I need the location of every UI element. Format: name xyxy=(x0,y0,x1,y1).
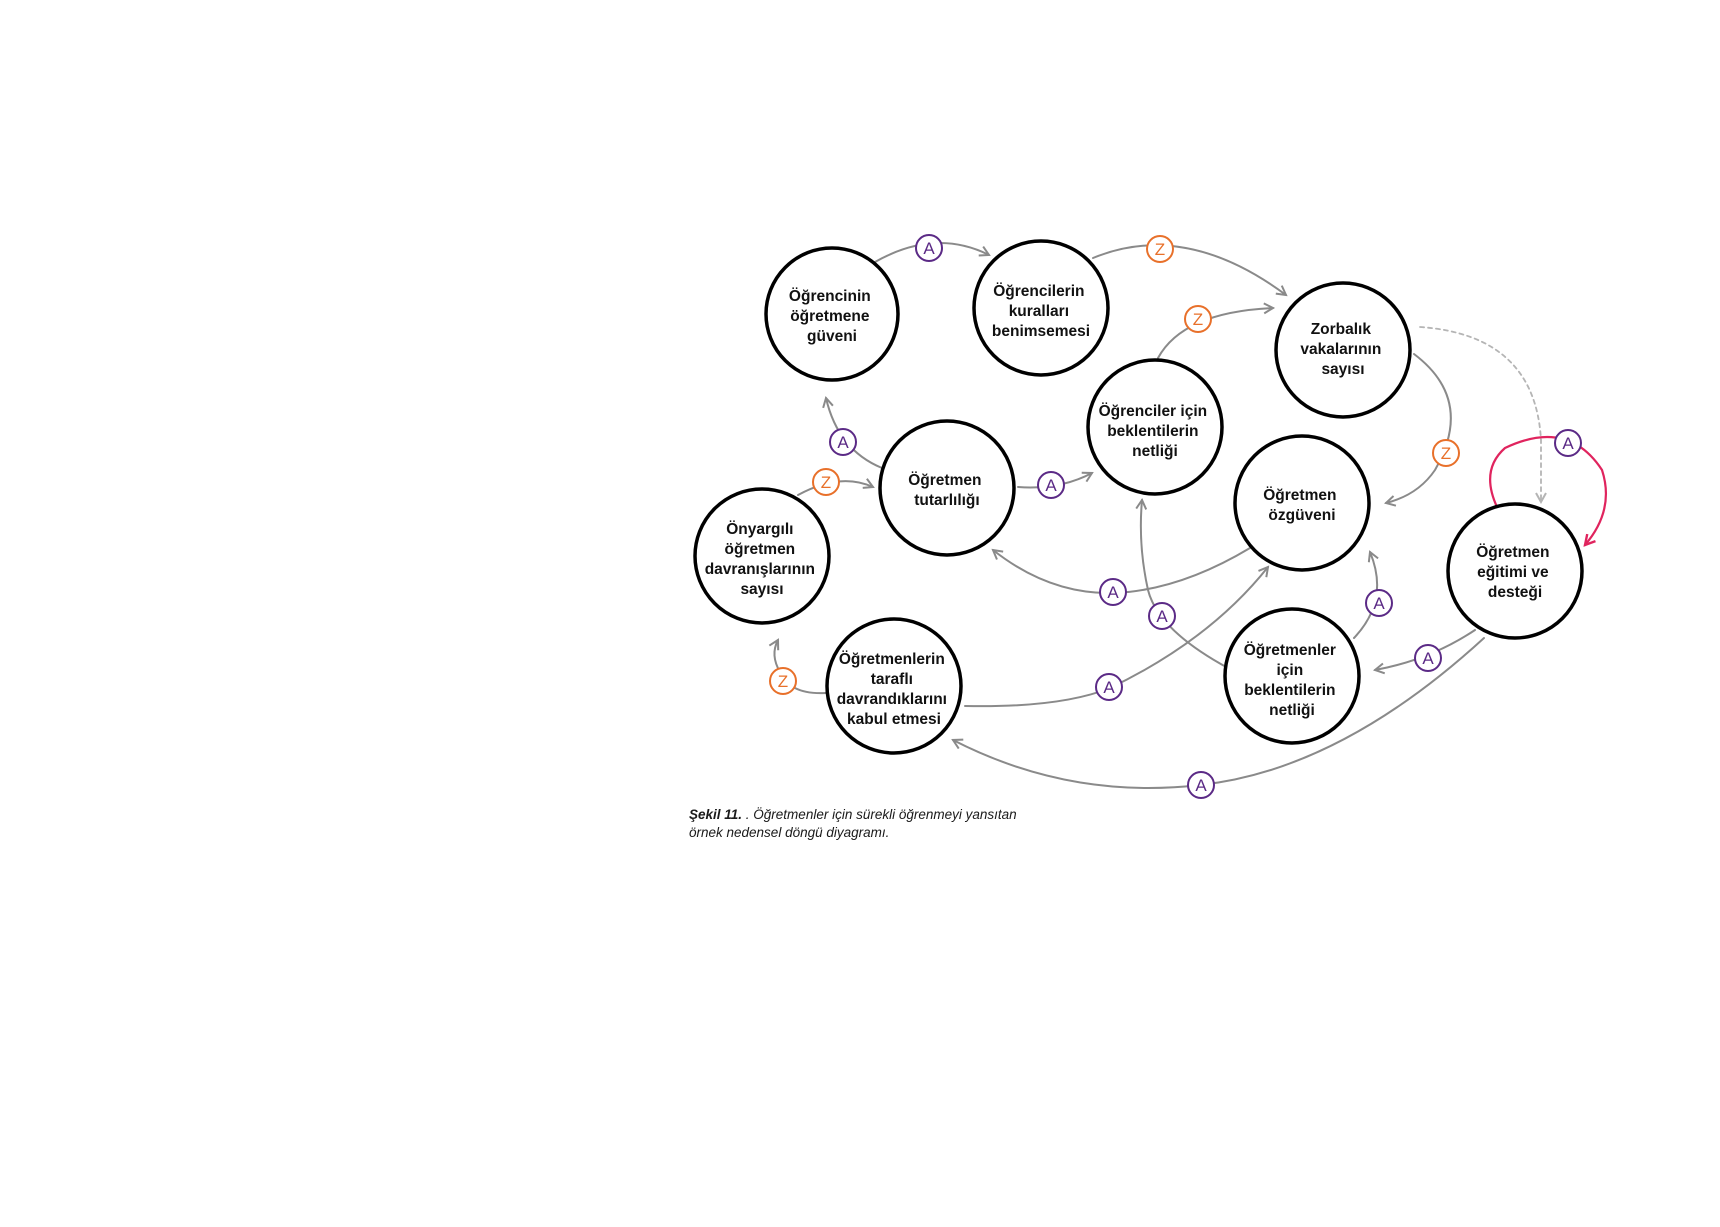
link-zorbalik-to-egitim-destek xyxy=(1419,326,1541,502)
node-tarafli: Öğretmenlerin taraflı davrandıklarını ka… xyxy=(825,617,963,755)
node-ogrenci-beklenti: Öğrenciler için beklentilerin netliği xyxy=(1086,358,1224,496)
polarity-badge-a: A xyxy=(1148,602,1176,630)
node-zorbalik: Zorbalık vakalarının sayısı xyxy=(1274,281,1412,419)
svg-text:A: A xyxy=(1156,607,1168,626)
polarity-badge-a: A xyxy=(1095,673,1123,701)
polarity-badge-a: A xyxy=(1037,471,1065,499)
svg-text:Z: Z xyxy=(1193,310,1203,329)
svg-text:Öğrenciler için bekl: Öğrenciler için beklentilerin netliği xyxy=(1099,403,1212,460)
svg-text:A: A xyxy=(1562,434,1574,453)
svg-text:Z: Z xyxy=(1441,444,1451,463)
link-kurallari-benimseme-to-zorbalik xyxy=(1092,244,1286,295)
link-ogretmen-beklenti-to-ogrenci-beklenti xyxy=(1141,500,1229,669)
figure-caption-label: Şekil 11. xyxy=(689,807,743,822)
svg-text:A: A xyxy=(1422,649,1434,668)
svg-text:Öğretmenler için: Öğretmenler için beklentilerin netliği xyxy=(1244,642,1340,719)
node-onyargili: Önyargılı öğretmen davranışlarının sayıs… xyxy=(693,487,831,625)
polarity-badge-a: A xyxy=(1365,589,1393,617)
node-ogretmen-beklenti: Öğretmenler için beklentilerin netliği xyxy=(1223,607,1361,745)
polarity-badge-z: Z xyxy=(769,667,797,695)
svg-text:Öğretmen eğitimi ve: Öğretmen eğitimi ve desteği xyxy=(1476,544,1554,601)
link-ogrenci-beklenti-to-zorbalik xyxy=(1157,308,1273,359)
polarity-badge-a: A xyxy=(829,428,857,456)
svg-text:A: A xyxy=(837,433,849,452)
node-ozguven: Öğretmen özgüveni xyxy=(1233,434,1371,572)
svg-text:A: A xyxy=(1195,776,1207,795)
svg-text:Öğretmenlerin tarafl: Öğretmenlerin taraflı davrandıklarını ka… xyxy=(837,651,952,728)
polarity-badge-z: Z xyxy=(1432,439,1460,467)
svg-text:A: A xyxy=(1045,476,1057,495)
figure-caption: Şekil 11. . Öğretmenler için sürekli öğr… xyxy=(689,806,1049,842)
polarity-badge-a: A xyxy=(1187,771,1215,799)
polarity-badge-z: Z xyxy=(812,468,840,496)
polarity-badge-z: Z xyxy=(1146,235,1174,263)
svg-text:Öğrencinin öğretmene: Öğrencinin öğretmene güveni xyxy=(789,288,875,345)
svg-text:Zorbalık vakalarının: Zorbalık vakalarının sayısı xyxy=(1300,321,1385,378)
svg-text:Öğretmen özgüveni: Öğretmen özgüveni xyxy=(1263,487,1341,524)
polarity-badge-z: Z xyxy=(1184,305,1212,333)
polarity-badge-a: A xyxy=(1414,644,1442,672)
svg-text:Z: Z xyxy=(821,473,831,492)
polarity-badge-a: A xyxy=(915,234,943,262)
polarity-badge-a-self-loop: A xyxy=(1554,429,1582,457)
svg-text:Z: Z xyxy=(778,672,788,691)
svg-text:A: A xyxy=(1373,594,1385,613)
svg-text:Z: Z xyxy=(1155,240,1165,259)
svg-text:A: A xyxy=(1107,583,1119,602)
figure-caption-text: . Öğretmenler için sürekli öğrenmeyi yan… xyxy=(689,807,1017,840)
svg-text:Önyargılı öğretmen: Önyargılı öğretmen davranışlarının sayıs… xyxy=(705,521,820,598)
svg-text:A: A xyxy=(923,239,935,258)
link-egitim-destek-to-tarafli xyxy=(953,637,1485,789)
node-kurallari-benimseme: Öğrencilerin kuralları benimsemesi xyxy=(972,239,1110,377)
svg-text:Öğretmen tutarlılığı: Öğretmen tutarlılığı xyxy=(908,472,986,509)
svg-text:A: A xyxy=(1103,678,1115,697)
node-tutarlilik: Öğretmen tutarlılığı xyxy=(878,419,1016,557)
node-ogrencinin-guveni: Öğrencinin öğretmene güveni xyxy=(764,246,900,382)
polarity-badge-a: A xyxy=(1099,578,1127,606)
node-egitim-destek: Öğretmen eğitimi ve desteği xyxy=(1446,502,1584,640)
svg-text:Öğrencilerin kuralla: Öğrencilerin kuralları benimsemesi xyxy=(992,283,1090,340)
